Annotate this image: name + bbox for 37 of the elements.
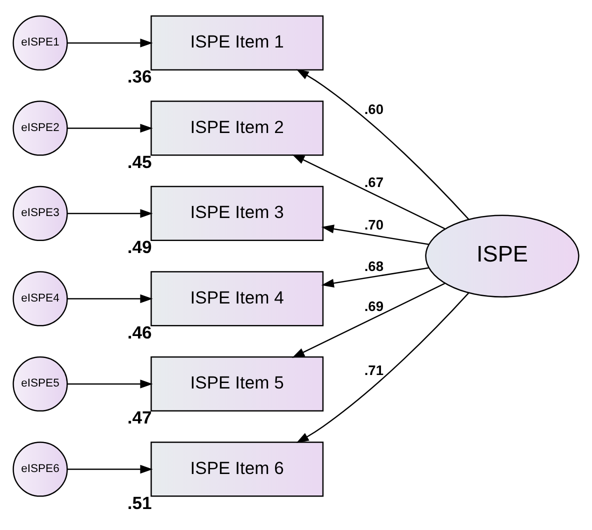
edge-label: .69	[364, 298, 384, 314]
arrow	[296, 68, 470, 220]
arrow	[67, 379, 153, 388]
node-ellipse: ISPE	[425, 214, 580, 297]
node-box: ISPE Item 1	[150, 14, 324, 70]
node-circle: eISPE2	[12, 100, 68, 156]
node-box: ISPE Item 3	[150, 185, 324, 241]
edge-label: .71	[364, 362, 384, 378]
node-label: .46	[127, 322, 152, 342]
arrow	[321, 266, 429, 288]
node-circle: eISPE6	[12, 441, 68, 496]
node-box: ISPE Item 6	[150, 441, 324, 496]
edge-label: .68	[364, 258, 384, 274]
arrow	[321, 224, 429, 244]
node-circle: eISPE5	[12, 356, 68, 412]
arrow	[292, 154, 446, 229]
arrow	[67, 38, 153, 47]
edge-label: .60	[364, 102, 384, 117]
edge-label: .67	[364, 174, 384, 190]
node-box: ISPE Item 4	[150, 270, 324, 326]
edge-label: .70	[364, 217, 384, 232]
node-circle: eISPE3	[12, 185, 68, 241]
node-label: .45	[127, 151, 152, 172]
node-label: .49	[127, 236, 152, 257]
node-box: ISPE Item 5	[150, 356, 324, 412]
arrow	[67, 208, 153, 218]
node-box: ISPE Item 2	[150, 100, 324, 156]
arrow	[296, 292, 470, 442]
arrow	[67, 294, 153, 303]
node-circle: eISPE4	[12, 270, 68, 326]
arrow	[67, 123, 153, 132]
node-label: .36	[127, 66, 152, 86]
arrow	[67, 464, 153, 474]
arrow	[292, 282, 446, 358]
node-label: .51	[127, 492, 152, 512]
node-label: .47	[127, 407, 152, 428]
node-circle: eISPE1	[12, 14, 68, 70]
